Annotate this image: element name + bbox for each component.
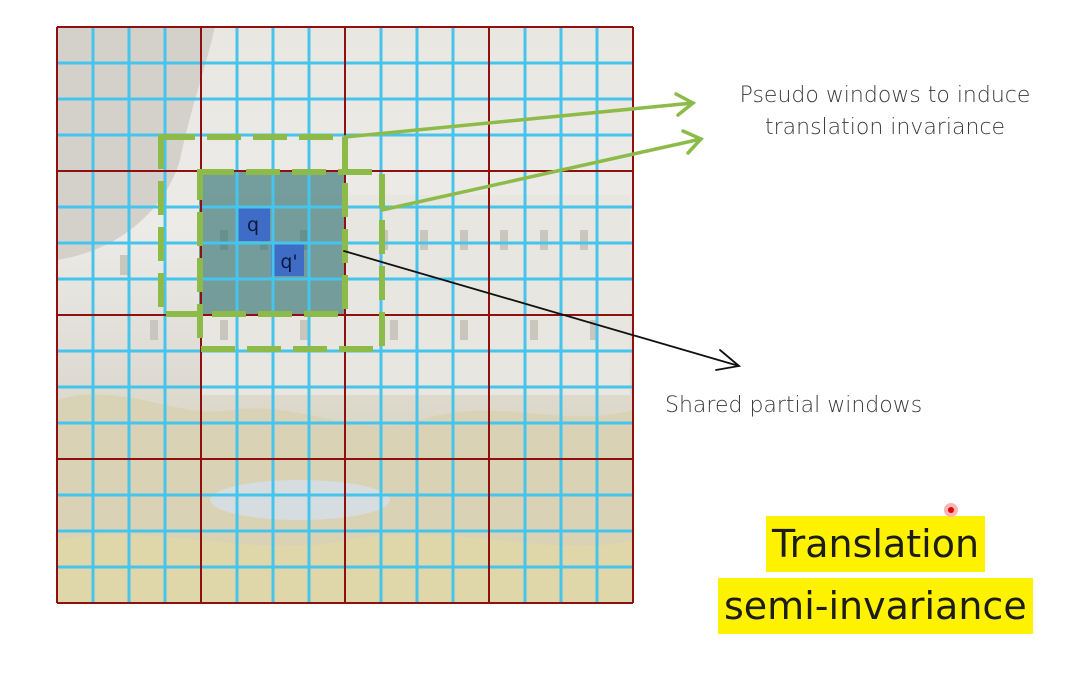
translation-semi-invariance-highlight: Translation semi-invariance (712, 512, 1042, 642)
pseudo-windows-callout-line1: Pseudo windows to induce (739, 83, 1031, 108)
token-q-cell (237, 208, 270, 241)
pseudo-windows-callout-line2: translation invariance (764, 115, 1006, 140)
pointer-dot-icon (944, 503, 958, 517)
highlight-line2: semi-invariance (718, 578, 1033, 634)
shared-partial-callout: Shared partial windows (665, 393, 923, 418)
pseudo-window-arrows (343, 92, 704, 212)
token-q-label: q (247, 214, 259, 236)
highlight-line1: Translation (766, 516, 986, 572)
token-q-prime-cell (271, 243, 304, 276)
pseudo-windows-callout: Pseudo windows to induce translation inv… (680, 80, 1072, 144)
pseudo-window-upper-left (158, 134, 348, 317)
shared-window-arrow (343, 250, 742, 371)
pseudo-window-lower-right (197, 169, 385, 352)
token-q-prime-label: q' (280, 251, 297, 273)
